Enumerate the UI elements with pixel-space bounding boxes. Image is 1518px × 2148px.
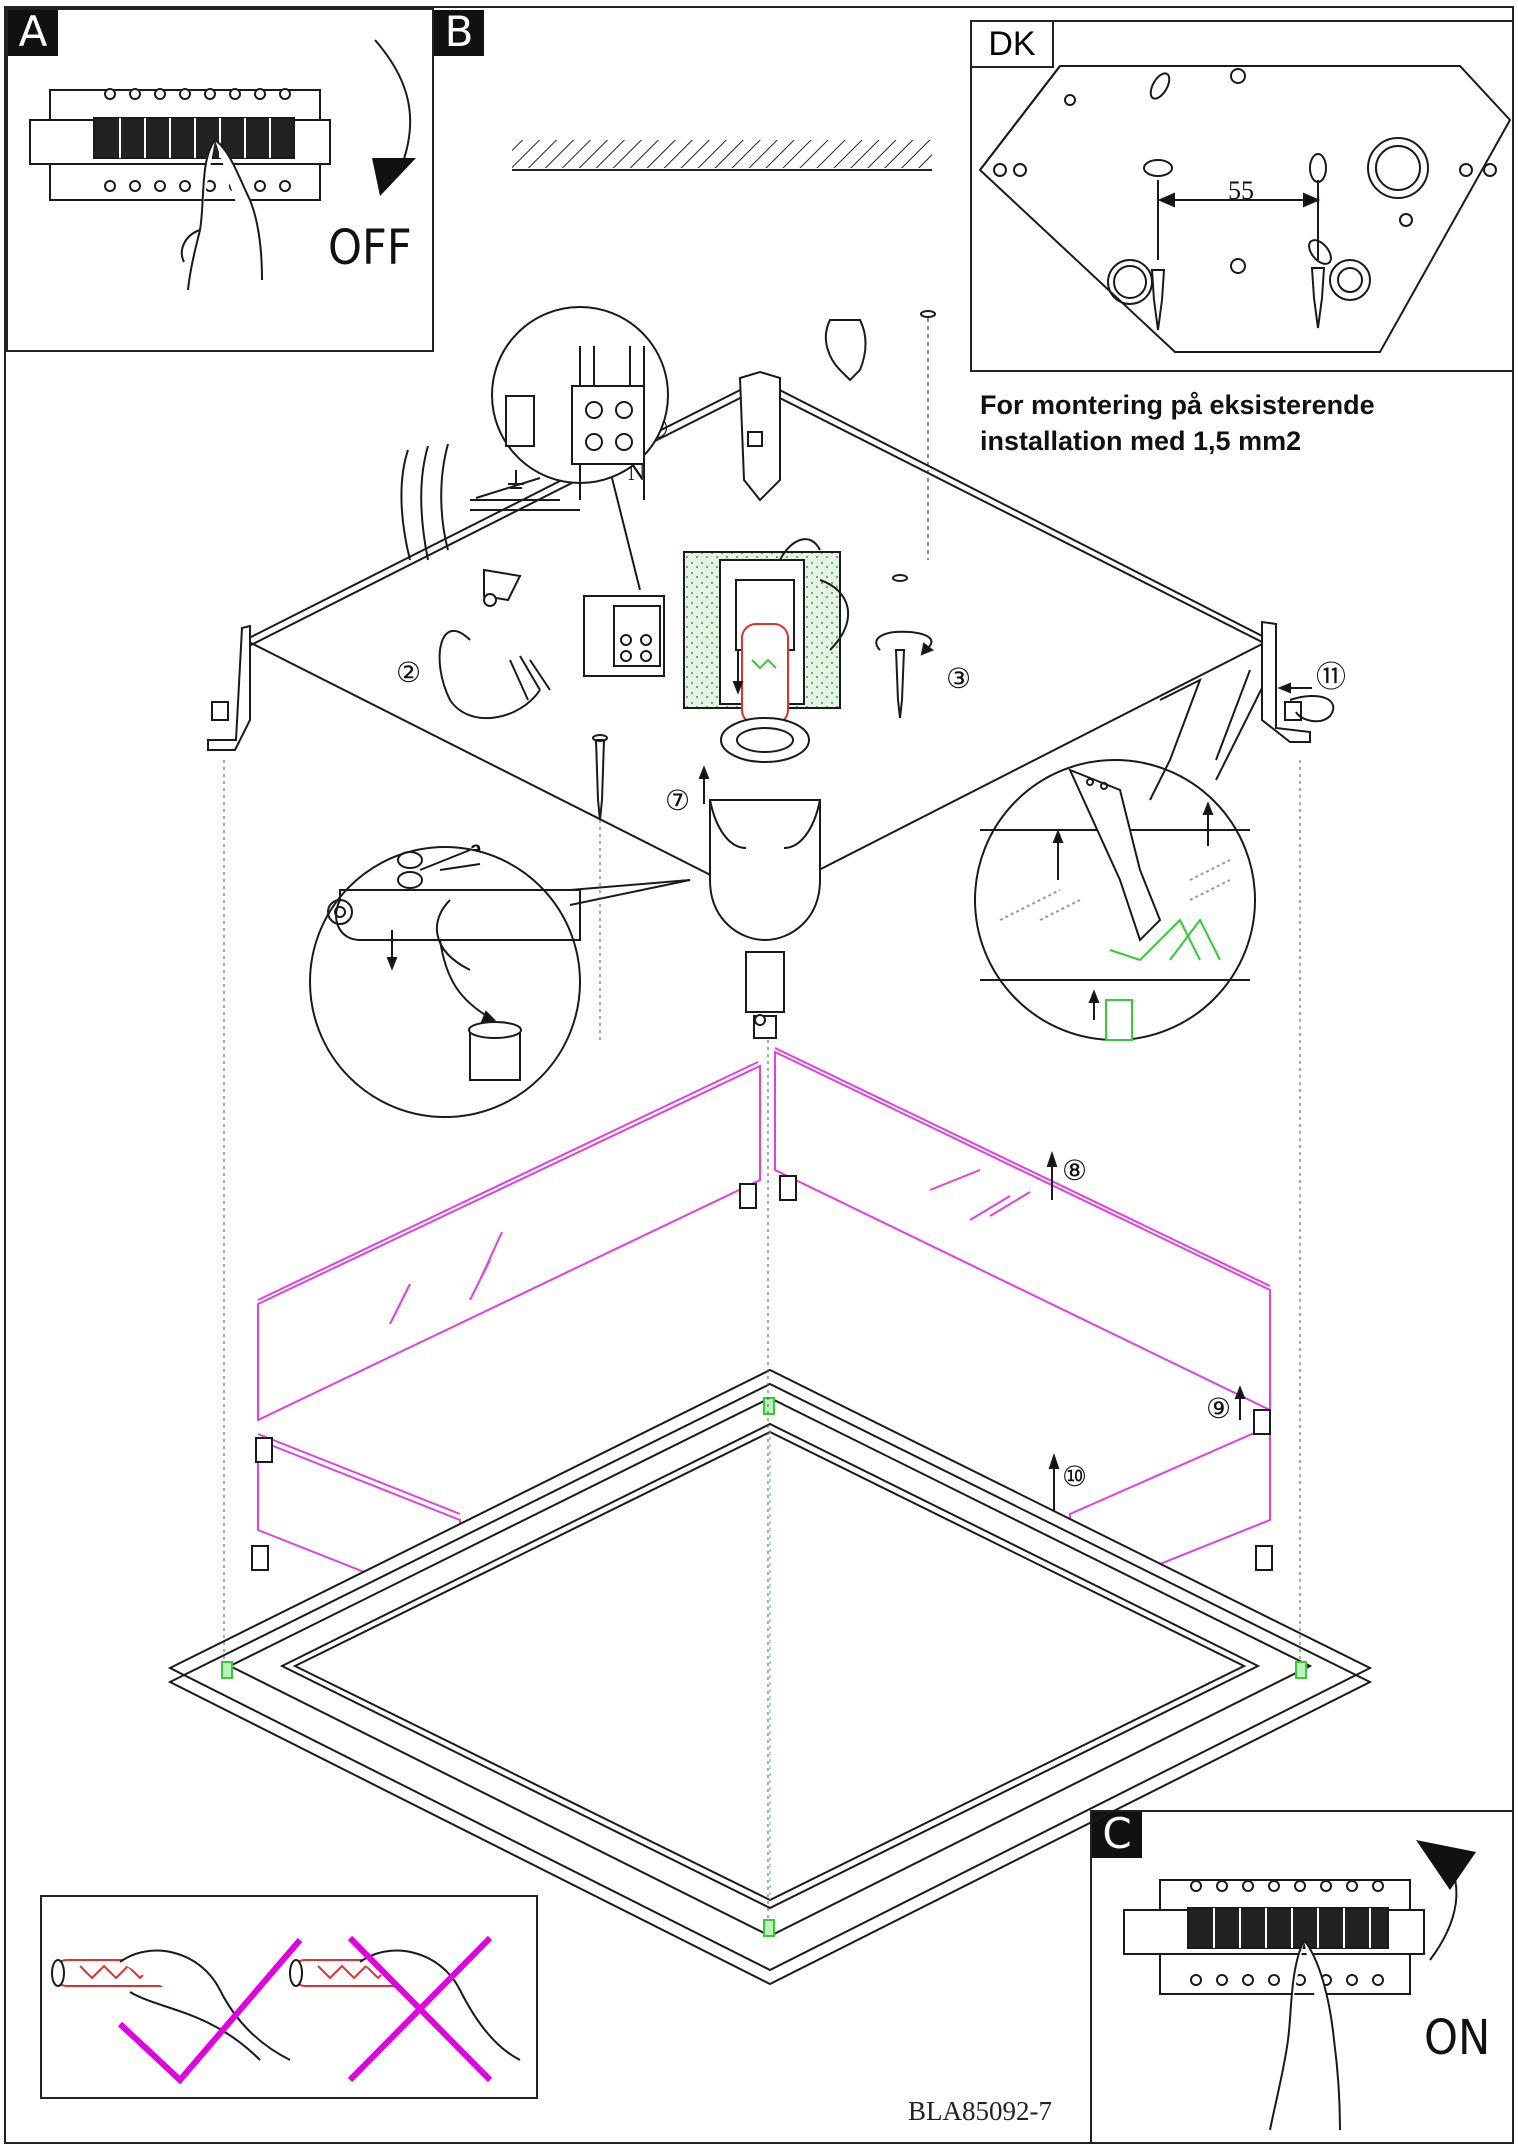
step-label-dk: DK	[970, 20, 1054, 68]
dk-note-line-2: installation med 1,5 mm2	[980, 426, 1302, 456]
frame-markers	[221, 1397, 1307, 1937]
alignment-lines	[223, 760, 1301, 1920]
breaker-bank-off	[29, 39, 416, 291]
cut-step-a: a	[470, 838, 482, 861]
switch-on-label: ON	[1424, 2010, 1491, 2066]
callout-2: ②	[396, 658, 422, 689]
step-label-b: B	[434, 10, 484, 56]
glass-clips	[251, 1175, 1273, 1571]
lamp-cup	[709, 799, 821, 1039]
bulb-handling-illustration	[51, 1935, 521, 2085]
dk-note-line-1: For montering på eksisterende	[980, 390, 1375, 420]
callout-10: ⑩	[1062, 1462, 1088, 1493]
detail-circle-cutting	[309, 846, 691, 1118]
dk-mounting-plate-drawing	[978, 65, 1512, 353]
callout-3: ③	[946, 664, 972, 695]
breaker-bank-on	[1123, 1840, 1476, 2131]
step-label-a: A	[8, 10, 58, 56]
sheet-border	[4, 6, 1514, 2144]
callout-9-glass: ⑨	[1206, 1394, 1232, 1425]
callout-7: ⑦	[665, 786, 691, 817]
switch-off-label: OFF	[328, 220, 412, 276]
panel-dk-mounting-plate	[970, 20, 1514, 372]
detail-circle-clip	[974, 669, 1335, 1041]
bulb-socket-assembly	[683, 538, 849, 763]
document-code: BLA85092-7	[908, 2096, 1052, 2126]
callout-11: ⑪	[1316, 661, 1346, 694]
ceiling-surface	[512, 140, 932, 171]
callout-8-glass: ⑧	[1062, 1156, 1088, 1187]
ceiling-mounting-frame	[207, 306, 1311, 902]
step-label-c: C	[1092, 1812, 1142, 1858]
